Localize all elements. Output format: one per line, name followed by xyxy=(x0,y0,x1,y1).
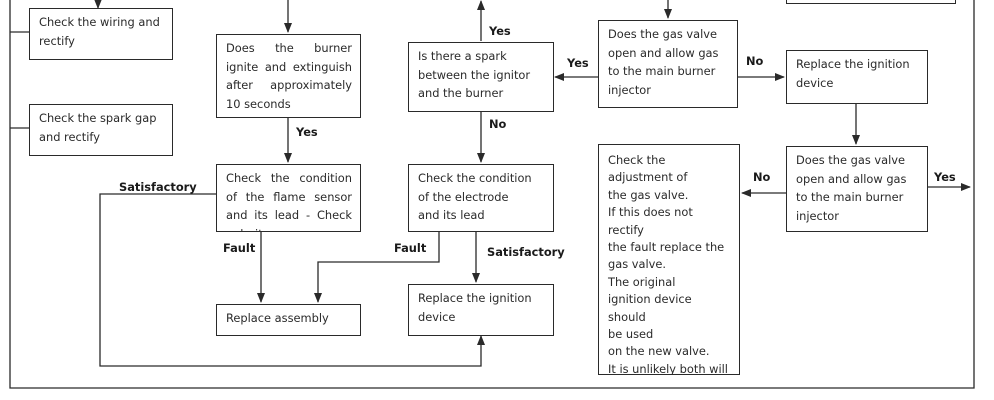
label-fault-left: Fault xyxy=(223,241,256,255)
label-fault-mid: Fault xyxy=(394,241,427,255)
label-satisfactory-left: Satisfactory xyxy=(119,180,197,194)
line-electrode-fault xyxy=(314,232,440,303)
node-gas-valve-top: Does the gas valve open and allow gas to… xyxy=(598,20,738,108)
line-left-upper-arrow xyxy=(40,72,98,82)
node-check-spark-gap: Check the spark gap and rectify xyxy=(29,104,173,156)
line-left-branches xyxy=(10,31,29,129)
node-burner-ignite: Does the burner ignite and extinguish af… xyxy=(216,34,361,118)
node-flame-sensor: Check the condition of the flame sensor … xyxy=(216,164,361,232)
node-replace-assembly: Replace assembly xyxy=(216,304,361,336)
top-partial-box xyxy=(786,0,956,4)
node-spark-question: Is there a spark between the ignitor and… xyxy=(408,42,554,112)
label-no-bottom-left: No xyxy=(753,170,771,184)
label-yes-spark-up: Yes xyxy=(489,24,511,38)
label-yes-bottom-right: Yes xyxy=(934,170,956,184)
node-replace-ignition-lower: Replace the ignition device xyxy=(408,284,554,336)
node-gas-valve-bottom: Does the gas valve open and allow gas to… xyxy=(786,146,928,232)
node-check-electrode: Check the condition of the electrode and… xyxy=(408,164,554,232)
label-no-gas-right: No xyxy=(746,54,764,68)
outer-frame xyxy=(9,0,975,389)
label-yes-gas-left: Yes xyxy=(567,56,589,70)
label-no-spark-down: No xyxy=(489,117,507,131)
label-satisfactory-mid: Satisfactory xyxy=(487,245,565,259)
node-replace-ignition-right: Replace the ignition device xyxy=(786,50,928,104)
node-check-adjustment: Check the adjustment of the gas valve. I… xyxy=(598,144,740,375)
line-satisfactory-loop xyxy=(99,193,485,367)
node-check-wiring: Check the wiring and rectify xyxy=(29,8,173,60)
label-yes-burner: Yes xyxy=(296,125,318,139)
